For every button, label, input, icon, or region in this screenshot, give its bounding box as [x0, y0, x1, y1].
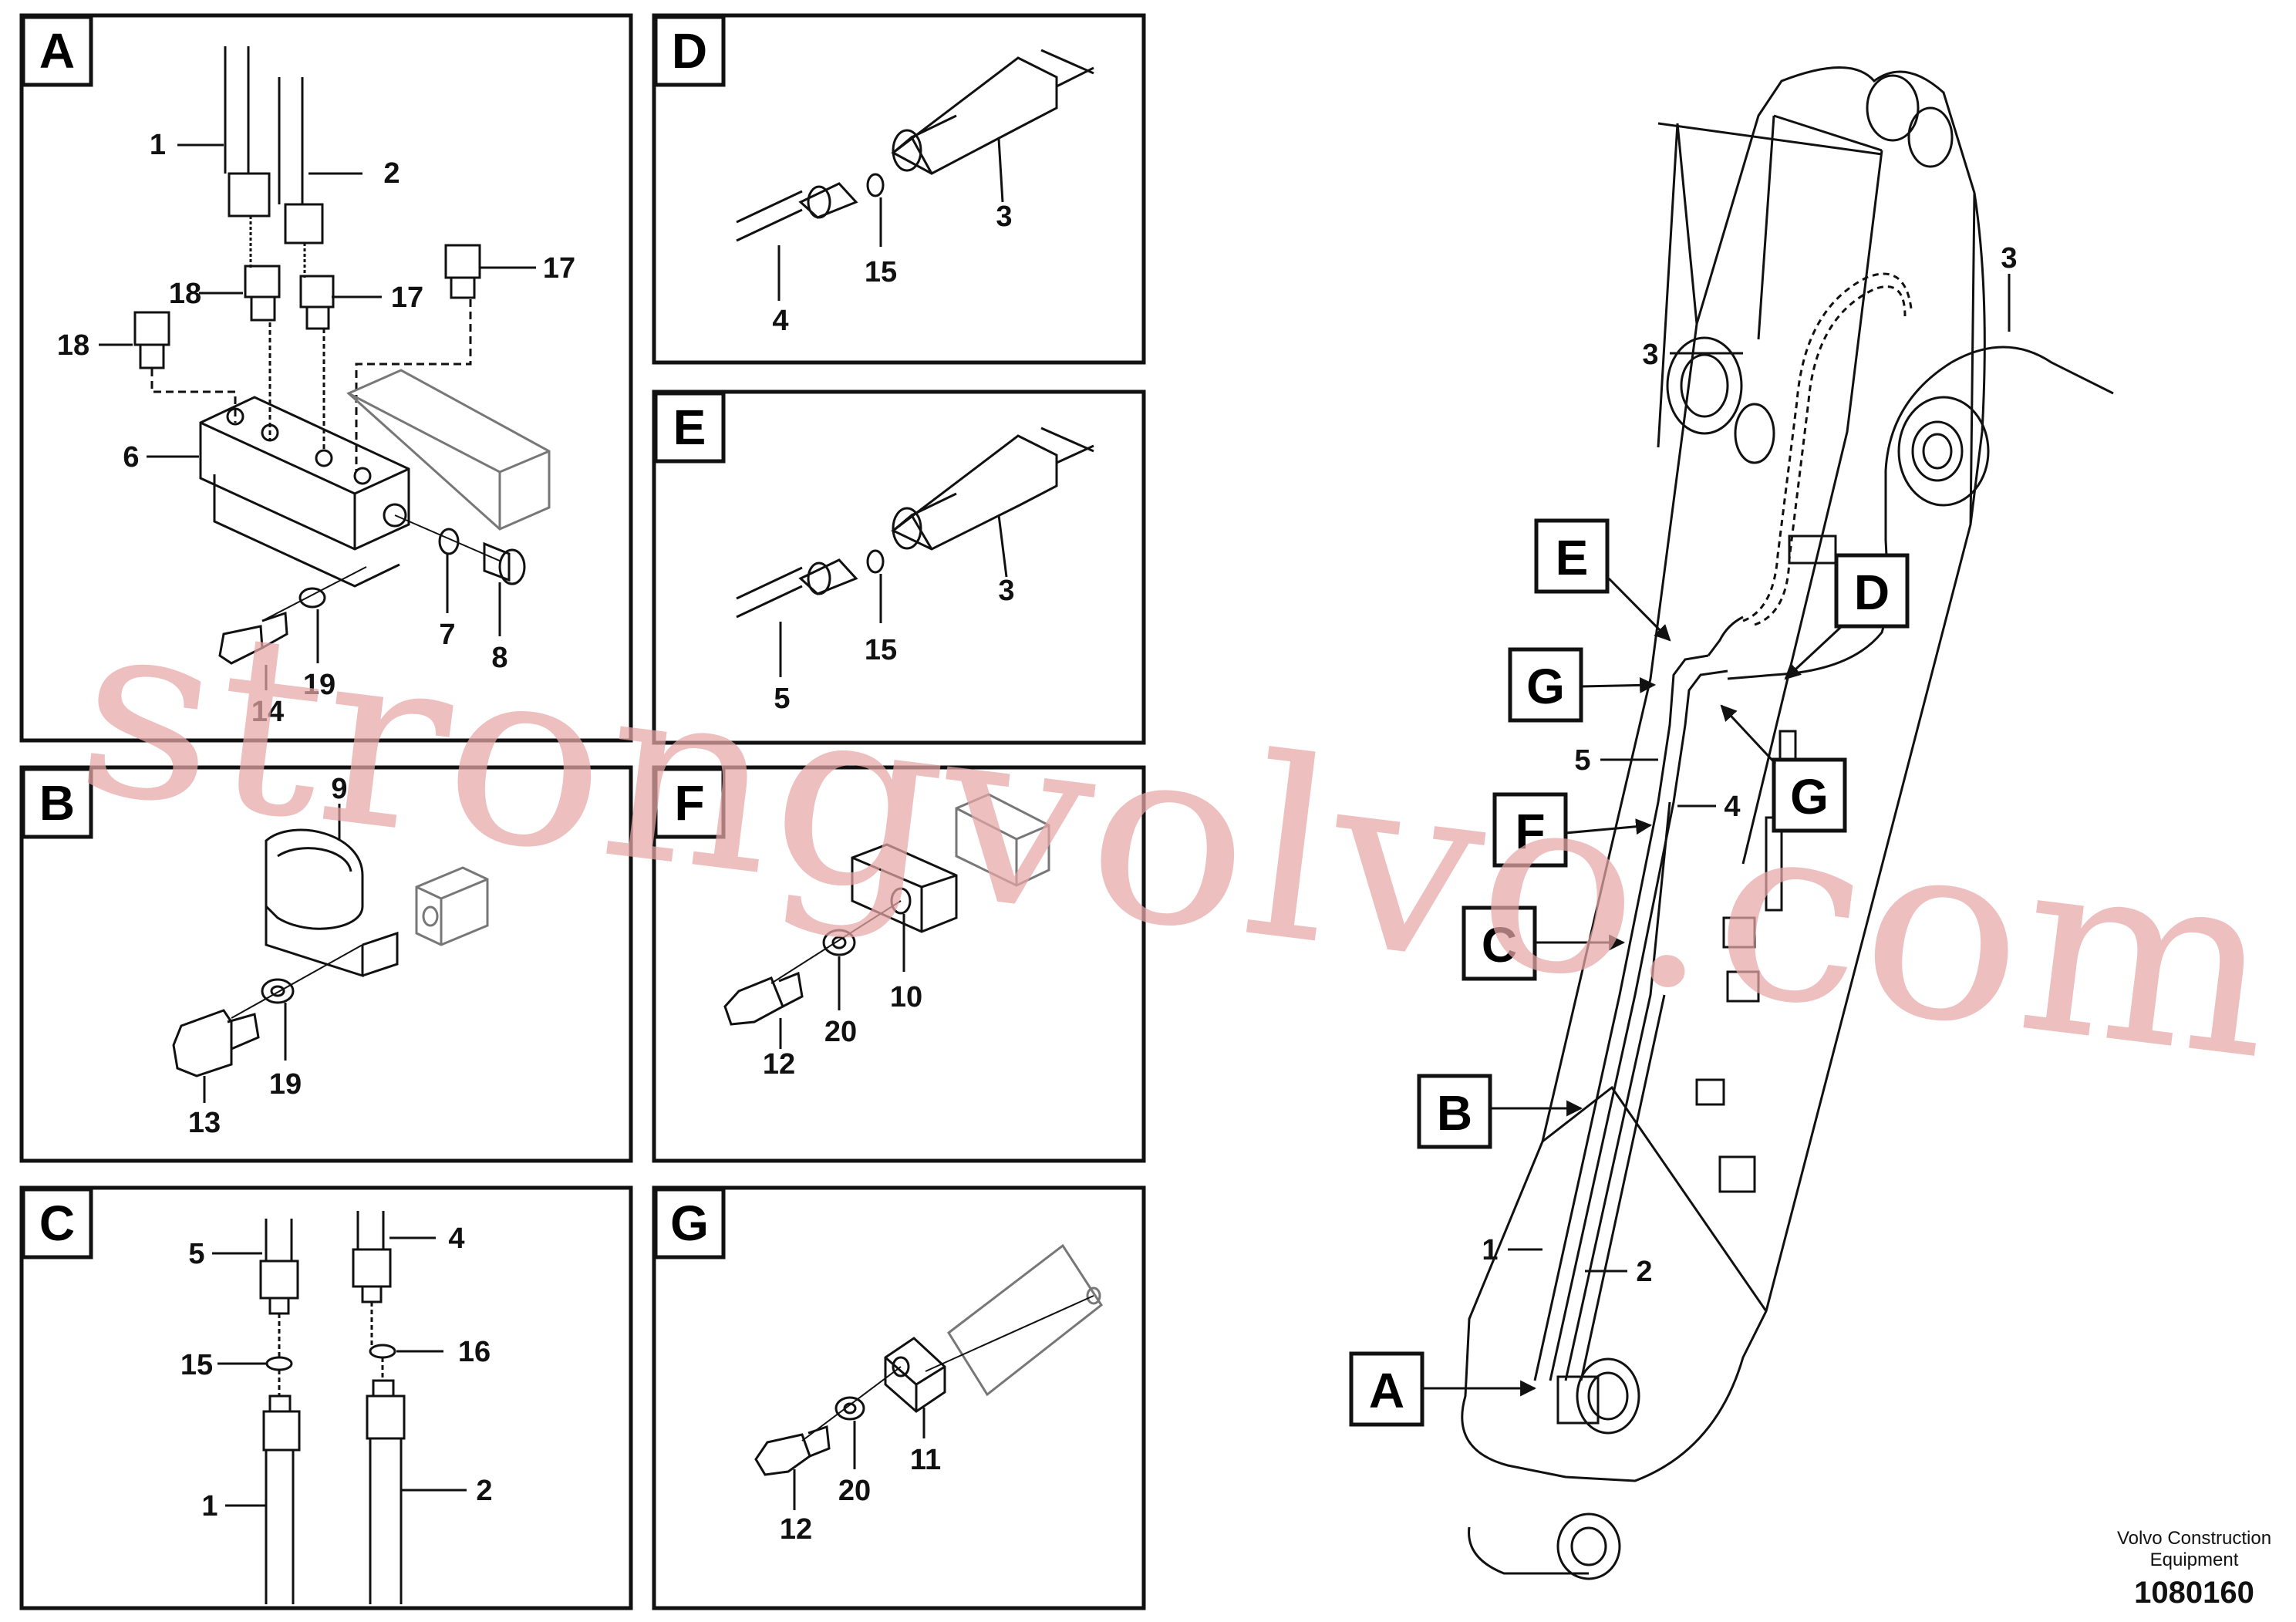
label-d-4: 4 — [772, 305, 788, 337]
callout-f: F — [1492, 792, 1653, 868]
label-a-18-top: 18 — [169, 278, 201, 310]
panel-b: B 9 13 19 — [19, 765, 633, 1163]
footer-company-line2: Equipment — [2150, 1549, 2239, 1570]
panel-g-drawing — [754, 1243, 1104, 1476]
label-b-19: 19 — [269, 1068, 302, 1101]
watermark: strongvolvo.com — [65, 561, 2289, 1115]
label-e-5: 5 — [774, 683, 790, 715]
callout-b: B — [1417, 1074, 1583, 1149]
label-f-20: 20 — [824, 1016, 857, 1048]
label-g-12: 12 — [780, 1513, 812, 1546]
panel-c: C 5 4 15 16 1 2 — [19, 1185, 633, 1610]
label-c-1: 1 — [201, 1490, 217, 1523]
svg-text:G: G — [1526, 659, 1565, 714]
callout-tags: E G D G F — [1349, 518, 1910, 1427]
overview-label-3-left: 3 — [1642, 339, 1658, 371]
label-a-17-top: 17 — [543, 252, 575, 285]
label-a-2: 2 — [383, 157, 400, 190]
panel-e-drawing — [736, 427, 1094, 619]
overview-label-1: 1 — [1482, 1234, 1498, 1266]
label-d-15: 15 — [865, 256, 897, 288]
panel-a-leaders — [99, 143, 536, 690]
overview-label-3-right: 3 — [2001, 242, 2017, 275]
overview-label-2: 2 — [1636, 1256, 1652, 1288]
label-b-13: 13 — [188, 1107, 221, 1139]
svg-text:C: C — [1482, 917, 1517, 973]
callout-e: E — [1534, 518, 1671, 642]
panel-e-tag: E — [673, 400, 706, 455]
panel-d: D 3 15 4 — [652, 13, 1146, 365]
panel-b-drawing — [172, 828, 489, 1077]
label-g-20: 20 — [838, 1475, 871, 1507]
label-g-11: 11 — [910, 1444, 941, 1476]
label-c-4: 4 — [448, 1222, 464, 1255]
label-c-5: 5 — [188, 1238, 204, 1270]
label-a-14: 14 — [251, 696, 284, 728]
panel-e: E 3 15 5 — [652, 389, 1146, 745]
panel-c-drawing — [259, 1211, 406, 1604]
svg-text:D: D — [1854, 565, 1890, 620]
svg-text:E: E — [1556, 530, 1589, 585]
callout-g-right: G — [1720, 704, 1847, 833]
panel-c-tag: C — [39, 1195, 75, 1251]
label-d-3: 3 — [996, 201, 1012, 233]
label-c-15: 15 — [180, 1349, 213, 1381]
svg-text:A: A — [1369, 1363, 1404, 1418]
panel-g: G 11 12 20 — [652, 1185, 1146, 1610]
panel-g-tag: G — [670, 1195, 709, 1251]
svg-text:B: B — [1437, 1085, 1472, 1141]
callout-c: C — [1462, 905, 1626, 981]
label-a-18: 18 — [57, 329, 89, 362]
footer: Volvo Construction Equipment 1080160 — [2117, 1528, 2271, 1610]
arm-hoses — [1533, 272, 2114, 1425]
label-e-3: 3 — [998, 575, 1014, 607]
drawing-number: 1080160 — [2134, 1576, 2254, 1610]
label-f-10: 10 — [890, 981, 922, 1013]
overview-label-4: 4 — [1724, 791, 1740, 823]
label-c-2: 2 — [476, 1475, 492, 1507]
svg-text:G: G — [1790, 769, 1829, 824]
overview-label-5: 5 — [1574, 744, 1590, 777]
label-c-16: 16 — [458, 1336, 491, 1368]
label-a-7: 7 — [439, 619, 455, 651]
label-b-9: 9 — [331, 773, 347, 805]
label-a-6: 6 — [123, 441, 139, 474]
callout-d: D — [1784, 553, 1910, 680]
panel-f-tag: F — [674, 775, 704, 831]
panel-a: A — [19, 13, 633, 743]
panel-b-tag: B — [39, 775, 75, 831]
svg-text:F: F — [1515, 804, 1545, 859]
panel-d-drawing — [736, 49, 1094, 242]
callout-a: A — [1349, 1351, 1537, 1427]
arm-outline — [1461, 66, 1990, 1580]
arm-overview: E G D G F — [1349, 66, 2114, 1580]
callout-g-left: G — [1508, 647, 1657, 723]
panel-d-tag: D — [672, 23, 707, 79]
label-e-15: 15 — [865, 634, 897, 666]
label-a-1: 1 — [150, 129, 166, 161]
panel-a-drawing — [133, 46, 551, 665]
label-a-17: 17 — [391, 282, 423, 314]
panel-a-tag: A — [39, 23, 75, 79]
panel-f: F 10 12 20 — [652, 765, 1146, 1163]
label-f-12: 12 — [763, 1048, 795, 1081]
panel-f-drawing — [723, 793, 1050, 1026]
label-a-8: 8 — [491, 642, 507, 674]
footer-company-line1: Volvo Construction — [2117, 1528, 2271, 1549]
label-a-19: 19 — [303, 669, 335, 701]
